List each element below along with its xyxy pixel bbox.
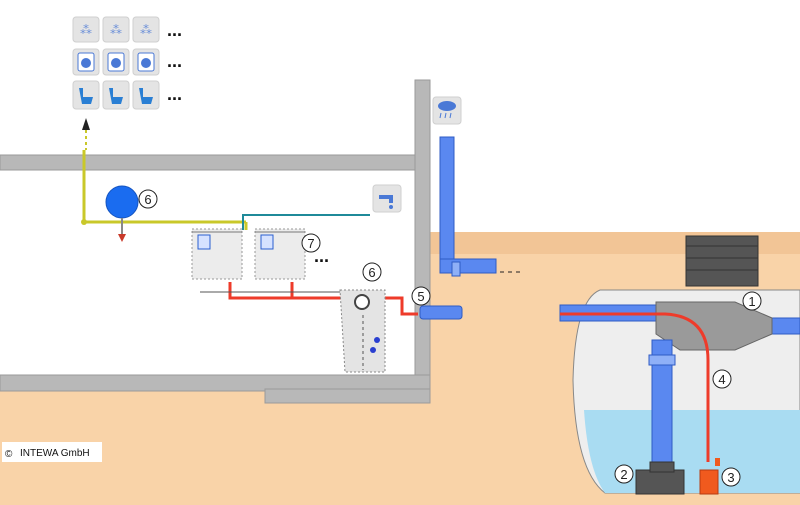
callout-5: 5 — [417, 289, 424, 304]
callout-6-house-circle — [138, 189, 158, 209]
callout-6-tank: 6 — [368, 265, 375, 280]
ellipsis-control-units: ... — [314, 246, 329, 266]
washing-machine-icon — [72, 48, 100, 76]
control-unit-b — [254, 228, 306, 280]
expansion-vessel — [105, 185, 139, 242]
callout-3: 3 — [727, 470, 734, 485]
filter-unit — [655, 301, 773, 351]
callout-6-house: 6 — [144, 192, 151, 207]
water-tap-icon — [372, 184, 402, 213]
copyright-text: INTEWA GmbH — [20, 448, 90, 459]
garden-sprinkler-icon: ⁂ — [102, 16, 130, 43]
pump-station — [339, 289, 386, 373]
garden-sprinkler-icon: ⁂ — [72, 16, 100, 43]
callout-6-tank-circle — [362, 262, 382, 282]
foundation-step — [264, 388, 431, 404]
consumer-icons: ⁂ ⁂ ⁂ — [72, 16, 182, 110]
copyright-label: © INTEWA GmbH — [2, 442, 102, 462]
pressure-line — [200, 282, 418, 316]
submersible-pump — [699, 458, 720, 495]
control-unit-a — [191, 228, 243, 280]
callout-1-circle — [742, 291, 762, 311]
copyright-symbol: © — [5, 449, 13, 460]
upper-floor-slab — [0, 154, 416, 171]
toilet-icon — [132, 80, 160, 110]
service-water-branch — [242, 214, 370, 230]
supply-riser — [82, 118, 90, 150]
callout-2: 2 — [620, 467, 627, 482]
rain-cloud-icon — [432, 96, 462, 125]
ellipsis-toilets: ... — [167, 84, 182, 104]
downpipe — [439, 136, 522, 277]
washing-machine-icon — [102, 48, 130, 76]
outer-wall — [414, 79, 431, 404]
callout-4: 4 — [718, 372, 725, 387]
ellipsis-sprinklers: ... — [167, 20, 182, 40]
access-shaft — [685, 235, 759, 287]
suction-hose — [560, 312, 710, 462]
washing-machine-icon — [132, 48, 160, 76]
toilet-icon — [72, 80, 100, 110]
garden-sprinkler-icon: ⁂ — [132, 16, 160, 43]
callout-5-circle — [411, 286, 431, 306]
ellipsis-washers: ... — [167, 51, 182, 71]
callout-4-circle — [712, 369, 732, 389]
callout-7: 7 — [307, 236, 314, 251]
callout-2-circle — [614, 464, 634, 484]
toilet-icon — [102, 80, 130, 110]
svg-text:⁂: ⁂ — [140, 23, 152, 37]
svg-text:⁂: ⁂ — [80, 23, 92, 37]
callout-7-circle — [301, 233, 321, 253]
wall-sleeve-pipe — [419, 305, 463, 320]
callout-1: 1 — [748, 294, 755, 309]
outlet-pipe — [769, 317, 800, 335]
basement-floor-slab — [0, 374, 431, 392]
svg-text:⁂: ⁂ — [110, 23, 122, 37]
callout-3-circle — [721, 467, 741, 487]
calmed-inlet — [635, 339, 685, 495]
